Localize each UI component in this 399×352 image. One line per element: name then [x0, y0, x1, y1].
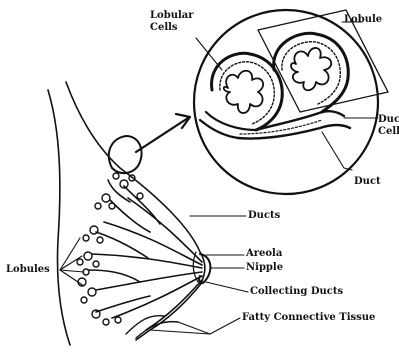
label-areola: Areola [246, 248, 282, 259]
label-lobules: Lobules [6, 264, 50, 275]
label-duct-cells-line1: Duc [378, 114, 399, 125]
duct-tube-lower [238, 125, 350, 139]
left-lobule-lumen [224, 71, 263, 113]
magnified-view-circle [194, 10, 378, 194]
label-nipple: Nipple [246, 262, 283, 273]
left-lobule-wall [212, 53, 283, 130]
right-lobule-lumen [291, 48, 331, 90]
label-duct: Duct [354, 176, 381, 187]
right-lobule-wall [274, 33, 349, 112]
chest-wall [48, 90, 70, 345]
label-lobule: Lobule [344, 14, 382, 25]
label-lobular-cells-line2: Cells [150, 22, 178, 33]
magnify-arrow [136, 118, 188, 152]
highlight-loop [109, 136, 142, 173]
label-collecting-ducts: Collecting Ducts [250, 286, 343, 297]
label-duct-cells-line2: Cell [378, 126, 399, 137]
label-fatty-connective-tissue: Fatty Connective Tissue [242, 312, 375, 323]
label-ducts: Ducts [248, 210, 280, 221]
label-lobular-cells-line1: Lobular [150, 10, 194, 21]
